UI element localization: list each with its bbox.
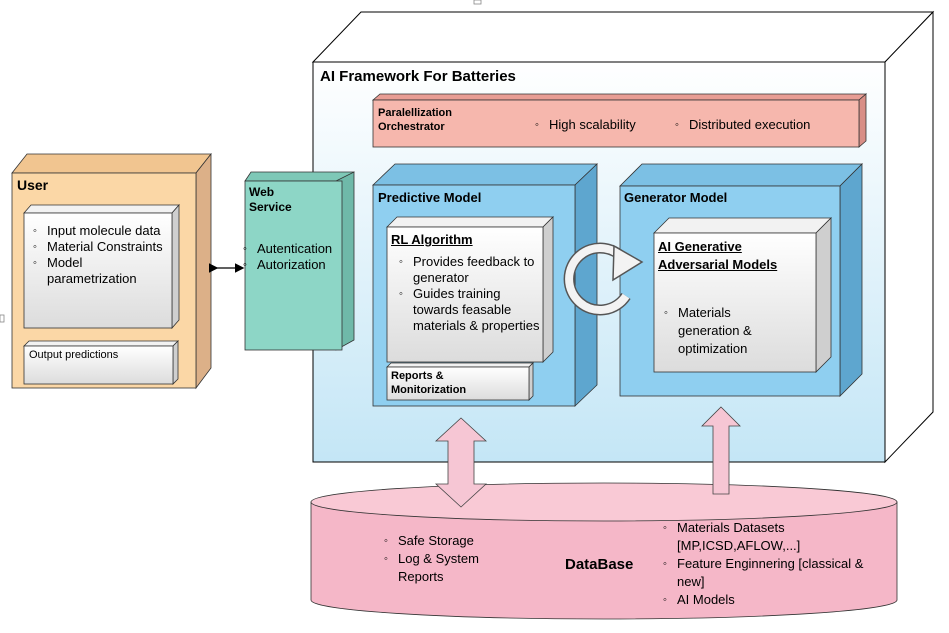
user-input-item: Input molecule data <box>33 223 163 239</box>
orchestrator-item-list: High scalability <box>535 117 636 133</box>
database-right-list: Materials Datasets [MP,ICSD,AFLOW,...] F… <box>663 519 888 609</box>
user-input-item: Material Constraints <box>33 239 163 255</box>
database-right-item: AI Models <box>663 591 888 609</box>
user-title: User <box>17 177 49 193</box>
output-predictions-label: Output predictions <box>29 349 119 361</box>
gan-title: AI Generative Adversarial Models <box>658 239 778 272</box>
reports-monitorization-label: Reports & Monitorization <box>391 370 467 396</box>
database-right-item: Feature Enginnering [classical & new] <box>663 555 888 591</box>
database-right-item: Materials Datasets [MP,ICSD,AFLOW,...] <box>663 519 888 555</box>
database-left-list: Safe Storage Log & System Reports <box>384 532 514 586</box>
generator-model-box <box>619 163 863 397</box>
orchestrator-title: Paralellization Orchestrator <box>378 107 452 133</box>
framework-title: AI Framework For Batteries <box>320 68 516 85</box>
user-input-item: Model parametrization <box>33 255 163 287</box>
orchestrator-item: High scalability <box>535 117 636 133</box>
orchestrator-item: Distributed execution <box>675 117 810 133</box>
edge-handle <box>0 314 5 323</box>
web-service-title: Web Service <box>249 185 292 214</box>
cycle-icon <box>563 242 644 316</box>
web-service-list: Autentication Autorization <box>243 241 343 273</box>
predictive-database-arrow <box>434 417 488 508</box>
orchestrator-item-list: Distributed execution <box>675 117 810 133</box>
database-left-item: Safe Storage <box>384 532 514 550</box>
web-service-item: Autorization <box>243 257 343 273</box>
generator-model-title: Generator Model <box>624 190 728 205</box>
rl-algorithm-title: RL Algorithm <box>391 232 473 247</box>
corner-handle <box>473 0 482 5</box>
rl-algorithm-list: Provides feedback to generator Guides tr… <box>399 254 544 334</box>
database-generator-arrow <box>701 406 741 495</box>
database-left-item: Log & System Reports <box>384 550 514 586</box>
web-service-item: Autentication <box>243 241 343 257</box>
database-title: DataBase <box>565 556 634 573</box>
predictive-model-title: Predictive Model <box>378 190 482 205</box>
gan-item: Materials generation & optimization <box>664 304 784 358</box>
rl-algorithm-item: Guides training towards feasable materia… <box>399 286 544 334</box>
gan-list: Materials generation & optimization <box>664 304 784 358</box>
user-input-list: Input molecule data Material Constraints… <box>33 223 163 287</box>
rl-algorithm-item: Provides feedback to generator <box>399 254 544 286</box>
